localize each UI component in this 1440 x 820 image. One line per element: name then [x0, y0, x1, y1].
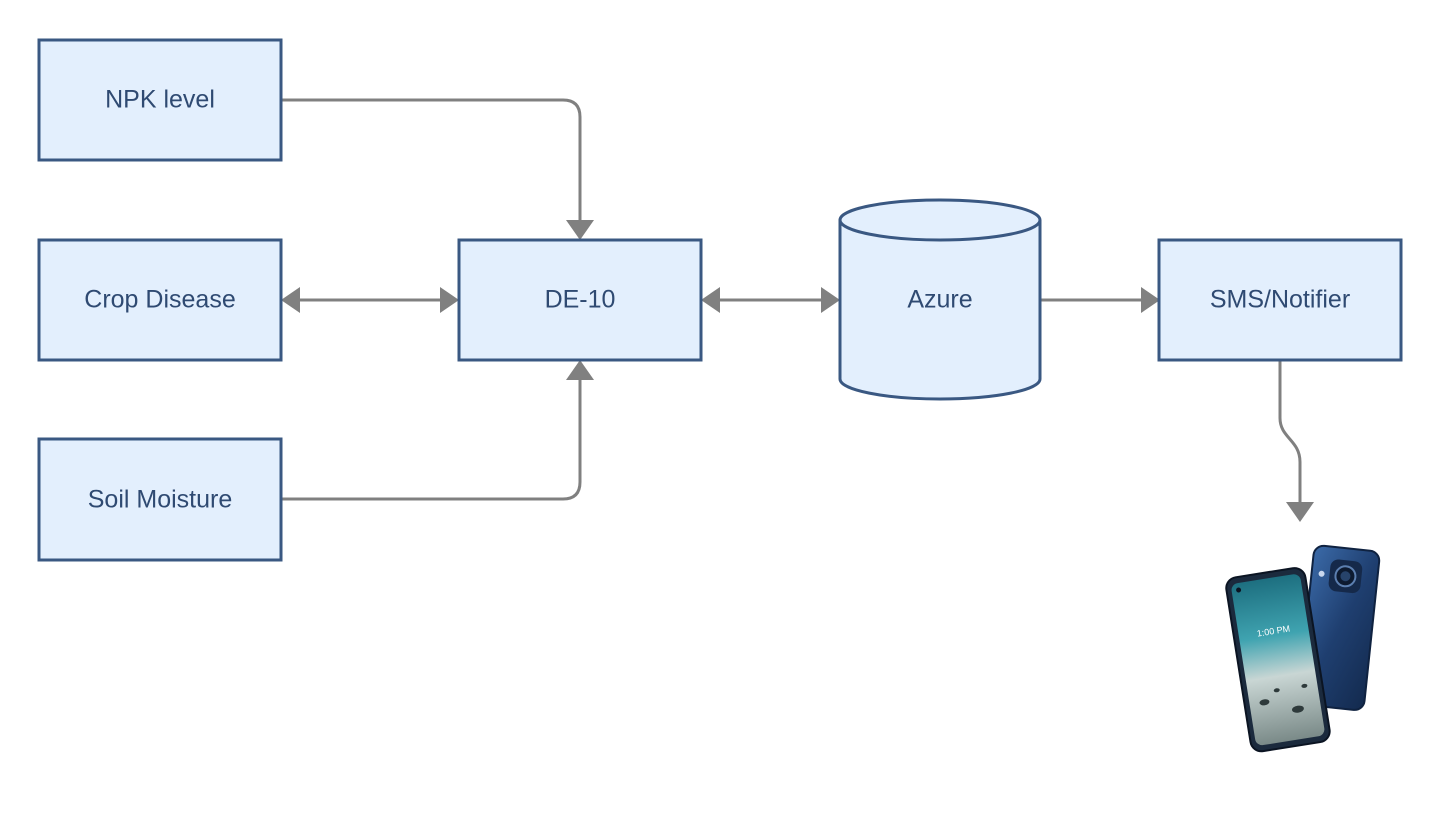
node-npk-level: NPK level — [37, 38, 283, 162]
node-sms-notifier-label: SMS/Notifier — [1210, 286, 1350, 314]
node-soil-moisture-label: Soil Moisture — [88, 486, 233, 514]
edge-sms-to-phone — [1278, 360, 1302, 504]
phone-front-view: 1:00 PM — [1225, 567, 1331, 753]
database-cylinder-icon — [838, 220, 1042, 401]
node-sms-notifier: SMS/Notifier — [1157, 238, 1403, 362]
arrowhead-soil-to-de10 — [566, 360, 594, 380]
node-crop-disease: Crop Disease — [37, 238, 283, 362]
node-crop-disease-label: Crop Disease — [84, 286, 235, 314]
edge-soil-moisture-to-de10 — [281, 378, 582, 501]
edge-npk-to-de10 — [281, 98, 582, 222]
arrowhead-to-de10-right — [701, 287, 720, 313]
node-azure-database: Azure — [838, 198, 1042, 401]
node-de10: DE-10 — [457, 238, 703, 362]
arrowhead-npk-to-de10 — [566, 220, 594, 240]
arrowhead-to-sms — [1141, 287, 1160, 313]
node-de10-label: DE-10 — [545, 286, 616, 314]
node-npk-level-label: NPK level — [105, 86, 215, 114]
node-soil-moisture: Soil Moisture — [37, 437, 283, 562]
arrowhead-to-de10-left — [440, 287, 459, 313]
node-azure-label: Azure — [907, 286, 972, 314]
arrowhead-to-crop-disease — [281, 287, 300, 313]
connectors — [281, 98, 1314, 522]
smartphone-icon: 1:00 PM — [1225, 544, 1381, 753]
arrowhead-to-azure — [821, 287, 840, 313]
database-cylinder-top — [838, 198, 1042, 242]
arrowhead-to-phone — [1286, 502, 1314, 522]
